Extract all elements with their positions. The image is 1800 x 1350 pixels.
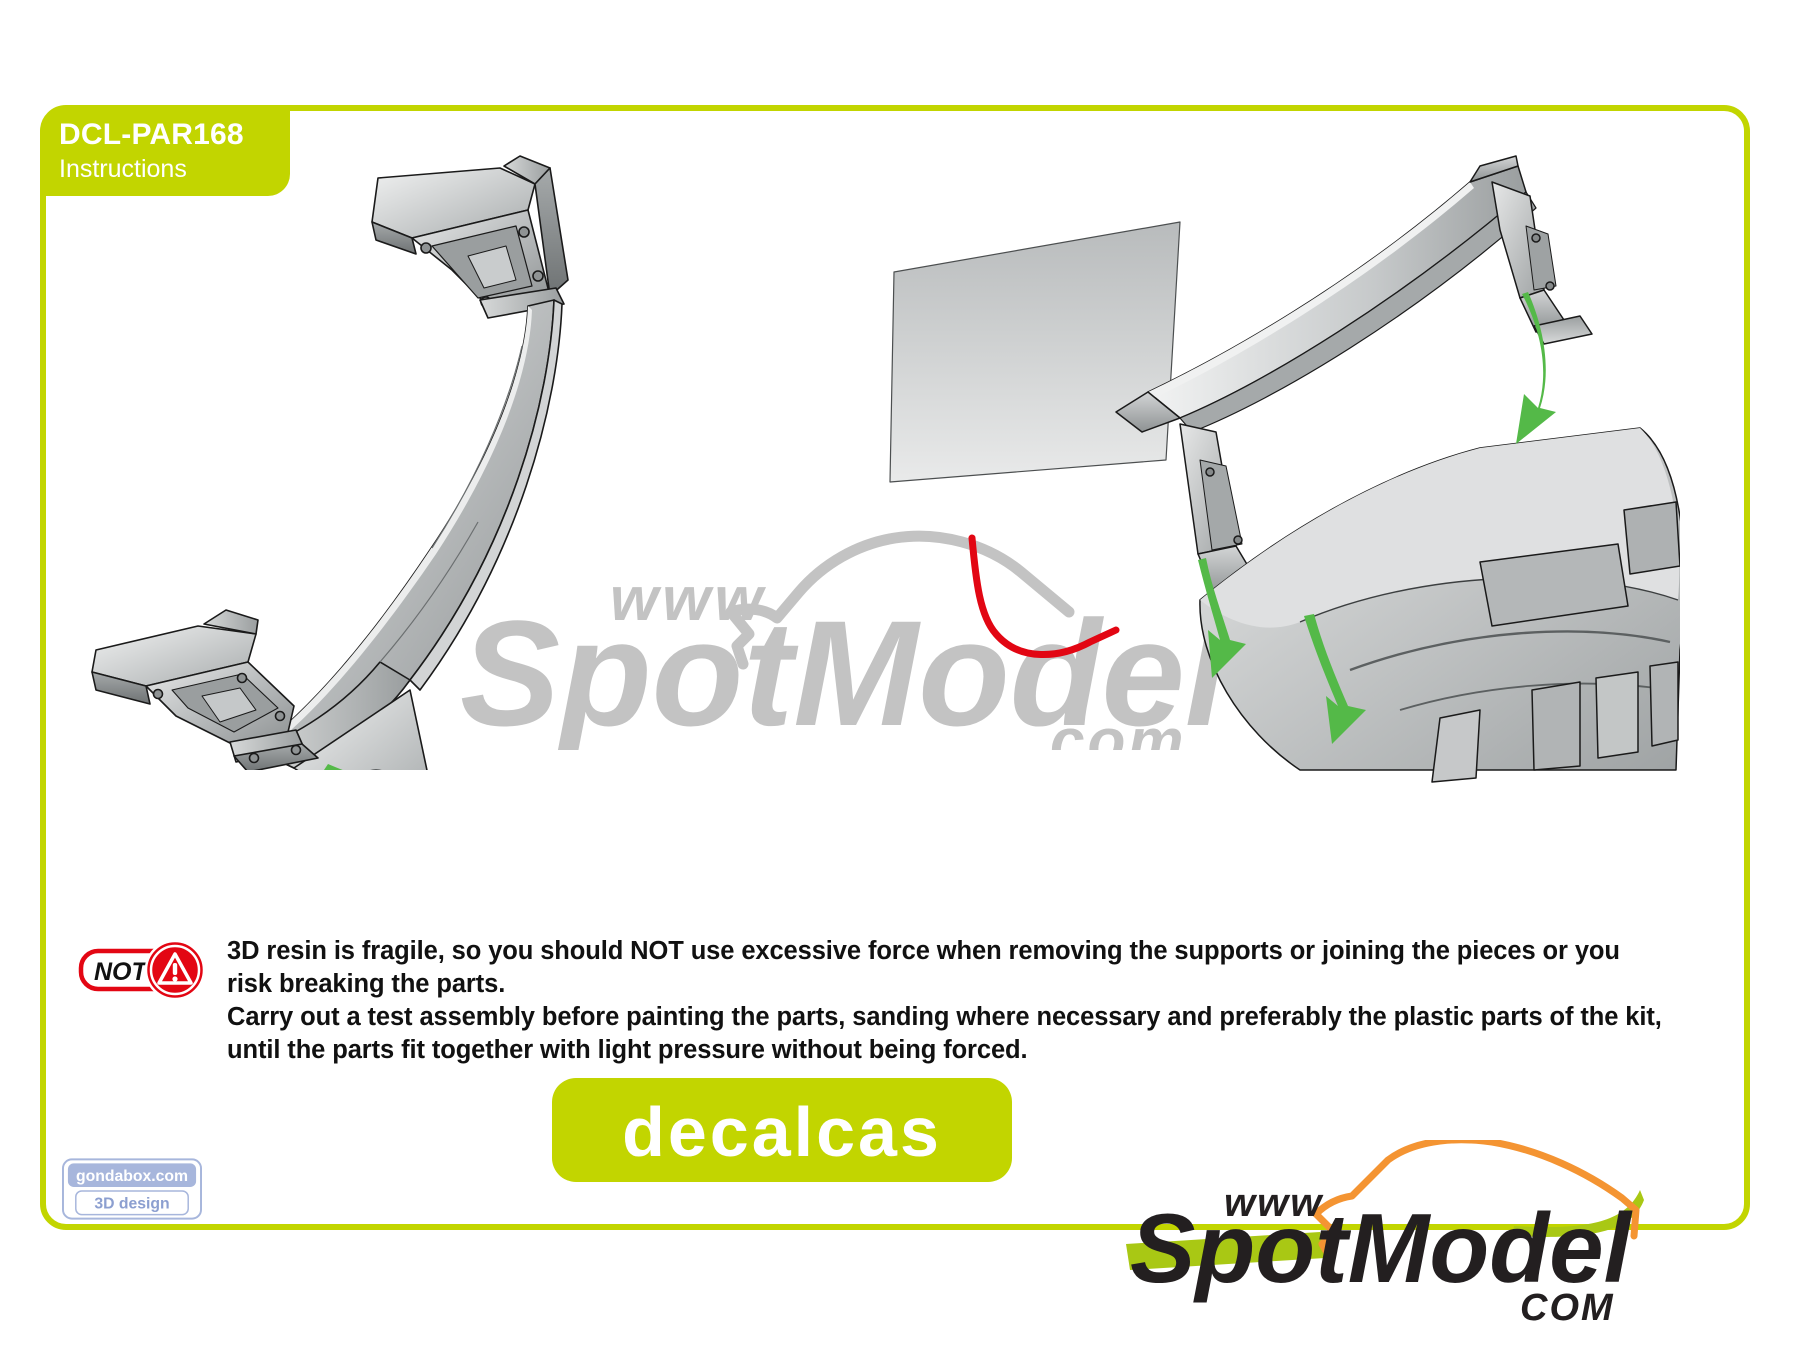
red-guide-line [968, 534, 1120, 659]
gondabox-line2: 3D design [94, 1196, 169, 1213]
illustration-rear-wing-parts [91, 155, 569, 770]
decalcas-wordmark: decalcas [622, 1093, 942, 1171]
page-title: Instructions [59, 155, 187, 183]
gondabox-line1: gondabox.com [76, 1168, 188, 1185]
assembly-arrow-icon [1198, 292, 1556, 744]
spotmodel-wordmark: SpotModel [1130, 1193, 1633, 1303]
note-badge: NOTE: [78, 939, 206, 1001]
product-code: DCL-PAR168 [59, 118, 244, 151]
note-text: 3D resin is fragile, so you should NOT u… [227, 935, 1668, 1067]
spotmodel-com: COM [1520, 1287, 1615, 1329]
decalcas-logo: decalcas [552, 1078, 1012, 1182]
page-border-frame [40, 105, 1750, 1230]
logo-swoosh [1126, 1232, 1325, 1270]
header-badge: DCL-PAR168 Instructions [45, 108, 290, 196]
car-outline-icon [1312, 1140, 1640, 1240]
logo-swoosh-right [1512, 1190, 1644, 1237]
note-line-2: Carry out a test assembly before paintin… [227, 1003, 1662, 1064]
note-block: NOTE: 3D resin is fragile, so you should… [78, 935, 1668, 1067]
gondabox-logo: gondabox.com 3D design [62, 1158, 202, 1220]
spotmodel-www: www [1224, 1181, 1324, 1225]
spotmodel-logo: www SpotModel COM [1126, 1140, 1644, 1329]
assembly-arrow-icon [324, 764, 416, 770]
note-line-1: 3D resin is fragile, so you should NOT u… [227, 937, 1620, 998]
car-outline-front-icon [1312, 1210, 1338, 1262]
warning-triangle-icon [144, 939, 206, 1001]
illustration-wing-fitted-to-body [889, 155, 1680, 783]
